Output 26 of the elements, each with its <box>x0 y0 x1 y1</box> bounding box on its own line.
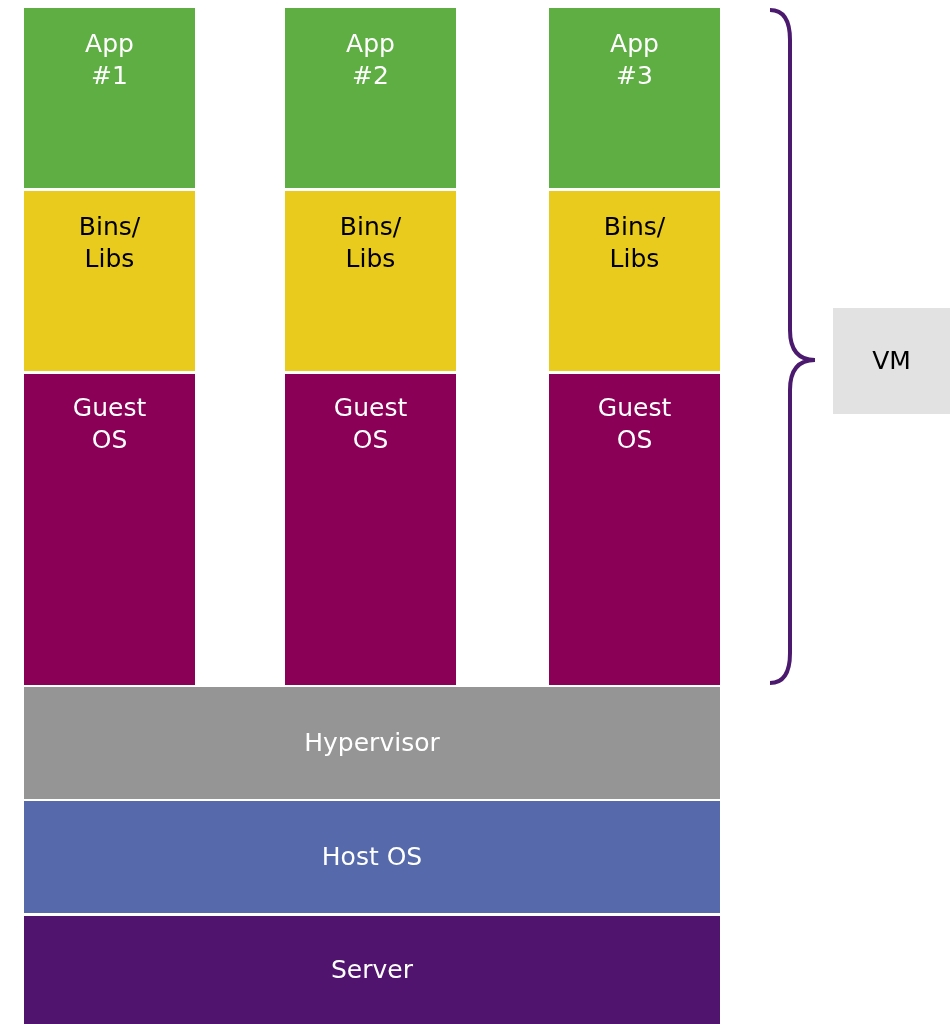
app-layer <box>285 8 456 188</box>
guest-os-layer <box>549 374 720 685</box>
layer-label: Hypervisor <box>304 727 440 759</box>
layer-label: Guest OS <box>597 392 672 456</box>
layer-label: App #3 <box>610 28 659 92</box>
guest-os-layer <box>285 374 456 685</box>
app-layer <box>549 8 720 188</box>
layer-label: App #1 <box>85 28 134 92</box>
layer-label: Guest OS <box>333 392 408 456</box>
host-os-layer <box>24 801 720 913</box>
vm-label-box <box>833 308 950 414</box>
bins-libs-layer <box>549 191 720 371</box>
layer-label: VM <box>872 345 911 377</box>
server-layer <box>24 916 720 1024</box>
bins-libs-layer <box>24 191 195 371</box>
guest-os-layer <box>24 374 195 685</box>
layer-label: Bins/ Libs <box>603 211 666 275</box>
layer-label: App #2 <box>346 28 395 92</box>
bins-libs-layer <box>285 191 456 371</box>
layer-label: Bins/ Libs <box>339 211 402 275</box>
layer-label: Bins/ Libs <box>78 211 141 275</box>
layer-label: Server <box>331 954 413 986</box>
hypervisor-layer <box>24 687 720 799</box>
layer-label: Guest OS <box>72 392 147 456</box>
layer-label: Host OS <box>321 841 423 873</box>
app-layer <box>24 8 195 188</box>
